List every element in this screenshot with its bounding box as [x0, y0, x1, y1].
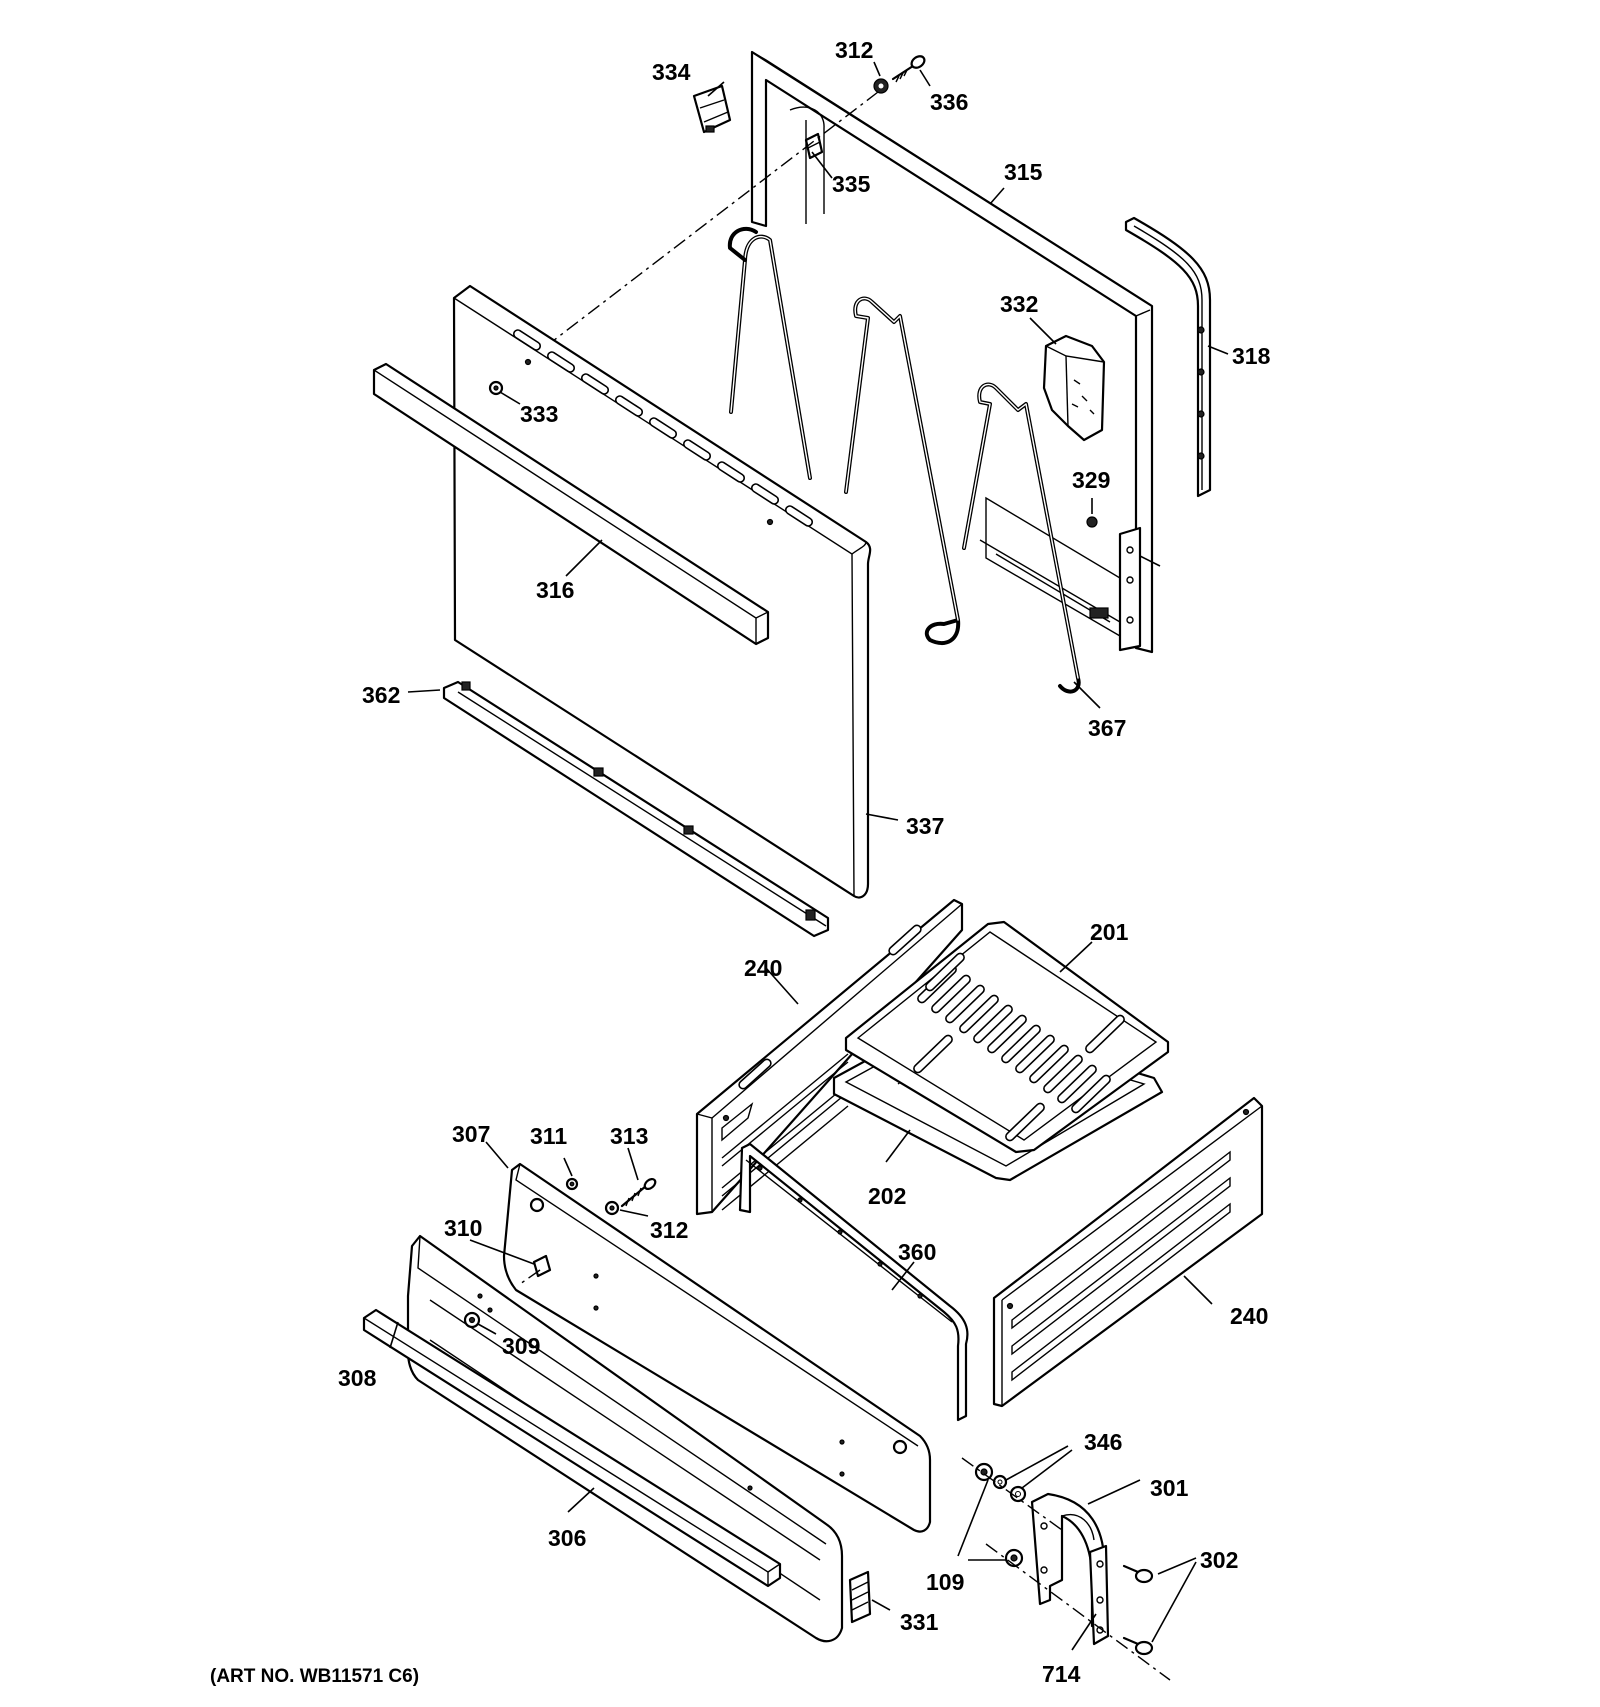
callout-334: 334 [652, 59, 691, 85]
callout-313: 313 [610, 1123, 648, 1149]
callout-367: 367 [1088, 715, 1126, 741]
callout-310: 310 [444, 1215, 482, 1241]
alignment-line-hinge-upper [961, 1457, 1063, 1531]
nut-333 [488, 380, 504, 396]
washer-346-upper [992, 1474, 1008, 1490]
door-inner-panel-315 [750, 50, 1161, 654]
leader-lines [389, 61, 1229, 1651]
callout-306: 306 [548, 1525, 586, 1551]
washer-346-lower [1009, 1485, 1027, 1503]
callout-316: 316 [536, 577, 574, 603]
wire-frame-367c [962, 382, 1081, 694]
callout-331: 331 [900, 1609, 939, 1635]
callout-309: 309 [502, 1333, 540, 1359]
callout-240-right: 240 [1230, 1303, 1268, 1329]
bottom-trim-362 [442, 680, 830, 938]
hinge-plate-301 [1030, 1492, 1110, 1646]
clip-335 [804, 132, 824, 160]
alignment-line-hinge-lower [985, 1543, 1171, 1681]
callout-336: 336 [930, 89, 968, 115]
callout-202: 202 [868, 1183, 906, 1209]
callout-201: 201 [1090, 919, 1129, 945]
callout-312-lower: 312 [650, 1217, 688, 1243]
callout-312-top: 312 [835, 37, 873, 63]
callout-315: 315 [1004, 159, 1043, 185]
gasket-strip-318 [1124, 216, 1212, 498]
callout-346: 346 [1084, 1429, 1122, 1455]
screw-336 [891, 55, 926, 83]
door-handle-316 [372, 362, 770, 646]
nut-309 [463, 1311, 481, 1329]
alignment-line-upper [501, 91, 879, 381]
callout-362: 362 [362, 682, 400, 708]
side-panel-240-right [992, 1096, 1264, 1408]
wire-frame-367b [844, 296, 961, 646]
outer-door-panel-337 [452, 284, 872, 899]
screw-302-upper [1122, 1564, 1154, 1584]
screw-302-lower [1122, 1636, 1154, 1656]
callout-360: 360 [898, 1239, 936, 1265]
bracket-334 [692, 84, 732, 134]
callout-302: 302 [1200, 1547, 1238, 1573]
callout-337: 337 [906, 813, 944, 839]
art-number-caption: (ART NO. WB11571 C6) [210, 1666, 419, 1687]
callout-333: 333 [520, 401, 558, 427]
callout-240-left: 240 [744, 955, 782, 981]
drawer-handle-308 [362, 1308, 782, 1588]
screw-313 [620, 1177, 657, 1208]
nut-312-top [873, 78, 889, 94]
broiler-grid-201 [844, 920, 1170, 1154]
insulation-block-332 [1042, 334, 1106, 442]
callout-109: 109 [926, 1569, 964, 1595]
callout-labels: 312 334 336 335 315 332 318 333 329 316 … [338, 37, 1271, 1687]
drawer-frame-360 [738, 1142, 969, 1422]
screw-329 [1086, 516, 1098, 528]
washer-109-lower [1004, 1548, 1024, 1568]
callout-329: 329 [1072, 467, 1110, 493]
callout-307: 307 [452, 1121, 490, 1147]
bracket-331 [848, 1570, 872, 1624]
washer-312-lower [604, 1200, 620, 1216]
callout-308: 308 [338, 1365, 377, 1391]
wire-frame-367a [727, 226, 812, 480]
callout-332: 332 [1000, 291, 1038, 317]
callout-311: 311 [530, 1123, 567, 1149]
callout-318: 318 [1232, 343, 1271, 369]
callout-335: 335 [832, 171, 871, 197]
nut-311 [565, 1177, 579, 1191]
callout-301: 301 [1150, 1475, 1189, 1501]
drawer-panel-307 [502, 1162, 932, 1533]
alignment-line-drawer [519, 1269, 541, 1285]
grid-slots [913, 952, 1125, 1142]
callout-714: 714 [1042, 1661, 1081, 1687]
